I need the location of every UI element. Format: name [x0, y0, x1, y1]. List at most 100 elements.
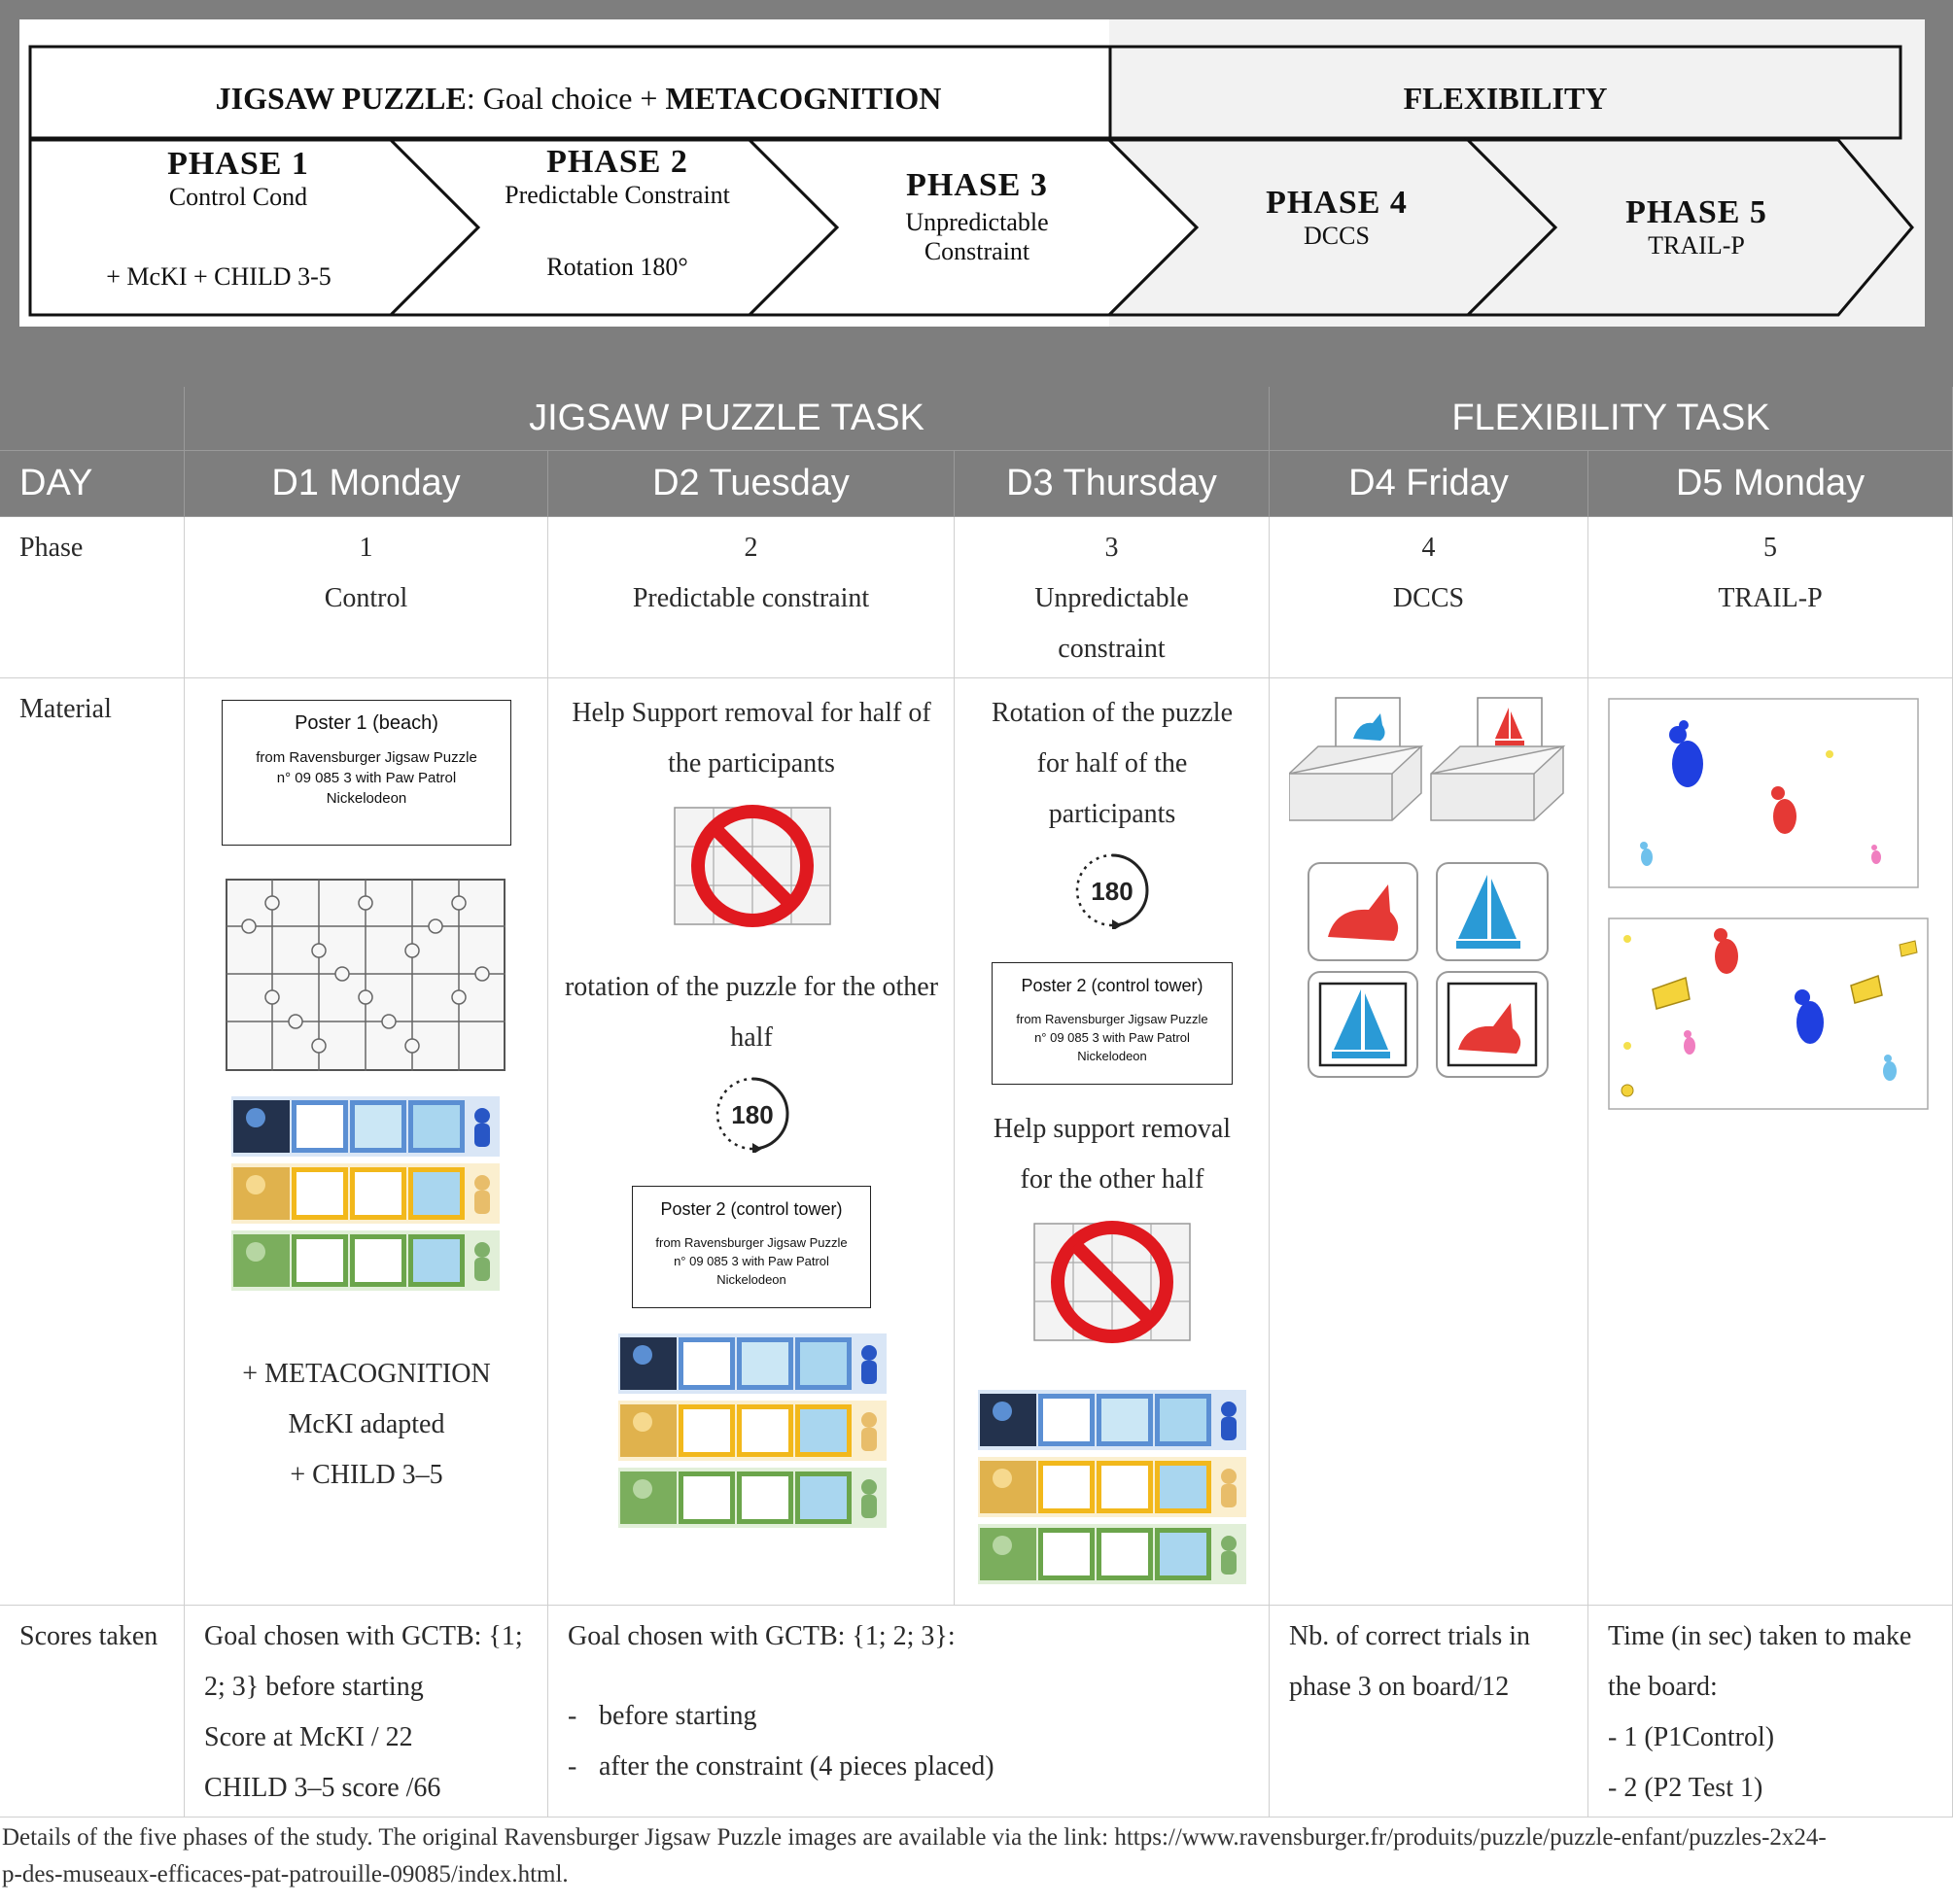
phase-2-title: PHASE 2	[546, 144, 688, 180]
phase-cell-d1: 1 Control	[185, 517, 548, 678]
d2-score-item-2: -after the constraint (4 pieces placed)	[568, 1742, 1269, 1792]
d1-material-notes: + METACOGNITION McKI adapted + CHILD 3–5	[185, 1349, 548, 1501]
d1-note-mcki: McKI adapted	[288, 1409, 445, 1439]
d2-text-rotation: rotation of the puzzle for the other hal…	[548, 962, 955, 1063]
phase-1-subtitle: Control Cond	[168, 183, 308, 211]
flexibility-heading: FLEXIBILITY	[1403, 81, 1608, 116]
scores-cell-d2-d3: Goal chosen with GCTB: {1; 2; 3}: -befor…	[548, 1606, 1270, 1817]
day-header-d5: D5 Monday	[1588, 451, 1953, 517]
poster-2-source-1-d2: from Ravensburger Jigsaw Puzzle	[655, 1235, 848, 1250]
d5-score-line4: - 2 (P2 Test 1)	[1608, 1773, 1763, 1803]
no-help-icon-d3	[1033, 1221, 1191, 1343]
poster-1-source-3: Nickelodeon	[326, 790, 407, 807]
poster-1-card: Poster 1 (beach) from Ravensburger Jigsa…	[222, 700, 511, 846]
phase-number-4: 4	[1421, 533, 1436, 563]
material-cell-d1: Poster 1 (beach) from Ravensburger Jigsa…	[185, 678, 548, 1606]
group-header-flexibility: FLEXIBILITY TASK	[1270, 387, 1953, 451]
phase-5-title: PHASE 5	[1625, 194, 1767, 230]
row-label-scores: Scores taken	[0, 1606, 185, 1817]
phase-number-3: 3	[1104, 533, 1119, 563]
jigsaw-heading-rest: : Goal choice +	[466, 81, 666, 116]
poster-1-title: Poster 1 (beach)	[295, 712, 438, 734]
scores-cell-d5: Time (in sec) taken to make the board: -…	[1588, 1606, 1953, 1817]
d1-score-line3: Score at McKI / 22	[204, 1722, 413, 1752]
d2-score-item-2-text: after the constraint (4 pieces placed)	[599, 1751, 994, 1782]
day-header-d2: D2 Tuesday	[548, 451, 955, 517]
trail-p-test-board	[1608, 917, 1929, 1110]
d2-text1-line1: Help Support removal for half of	[572, 698, 931, 728]
phase-name-3b: constraint	[1058, 634, 1166, 664]
no-help-icon	[674, 805, 831, 927]
goal-cards-icon	[231, 1096, 500, 1291]
scores-cell-d4: Nb. of correct trials in phase 3 on boar…	[1270, 1606, 1588, 1817]
poster-2-title-d2: Poster 2 (control tower)	[660, 1199, 843, 1219]
row-label-material: Material	[0, 678, 185, 1606]
d1-score-line1: Goal chosen with GCTB: {1;	[204, 1621, 523, 1651]
d3-text2-line1: Help support removal	[993, 1114, 1232, 1144]
phase-cell-d4: 4 DCCS	[1270, 517, 1588, 678]
phase-4-title: PHASE 4	[1266, 185, 1408, 221]
phase-3-label: PHASE 3 Unpredictable Constraint	[807, 167, 1147, 266]
goal-cards-icon-d3	[978, 1390, 1246, 1584]
poster-2-card-d3: Poster 2 (control tower) from Ravensburg…	[992, 962, 1233, 1085]
phase-4-label: PHASE 4 DCCS	[1167, 185, 1507, 251]
d2-score-bullet-2: -	[568, 1751, 577, 1782]
phase-1-extra: + McKI + CHILD 3-5	[106, 262, 331, 291]
poster-1-source-1: from Ravensburger Jigsaw Puzzle	[256, 749, 477, 766]
poster-2-source-2-d3: n° 09 085 3 with Paw Patrol	[1034, 1030, 1190, 1045]
phase-cell-d5: 5 TRAIL-P	[1588, 517, 1953, 678]
d2-text2-line1: rotation of the puzzle for the other	[564, 972, 939, 1002]
d4-score-line1: Nb. of correct trials in	[1289, 1621, 1531, 1651]
rotate-180-icon: 180	[715, 1077, 789, 1153]
phase-5-label: PHASE 5 TRAIL-P	[1526, 194, 1866, 260]
rotate-180-label-d3: 180	[1091, 877, 1133, 906]
material-cell-d3: Rotation of the puzzle for half of the p…	[955, 678, 1270, 1606]
phase-banner: JIGSAW PUZZLE: Goal choice + METACOGNITI…	[0, 0, 1953, 387]
d1-note-metacognition: + METACOGNITION	[242, 1359, 491, 1389]
phase-arrows-graphic	[19, 19, 1925, 327]
phase-name-1: Control	[324, 583, 408, 613]
caption-line-1: Details of the five phases of the study.…	[2, 1824, 1827, 1851]
metacognition-heading-bold: METACOGNITION	[665, 81, 942, 116]
d1-note-child: + CHILD 3–5	[290, 1460, 443, 1490]
scores-cell-d1: Goal chosen with GCTB: {1; 2; 3} before …	[185, 1606, 548, 1817]
d5-score-line1: Time (in sec) taken to make	[1608, 1621, 1912, 1651]
phase-name-2: Predictable constraint	[632, 583, 870, 613]
material-cell-d2: Help Support removal for half of the par…	[548, 678, 955, 1606]
trail-p-practice-board	[1608, 698, 1919, 888]
phase-4-subtitle: DCCS	[1304, 222, 1370, 250]
poster-2-source-3-d2: Nickelodeon	[716, 1272, 786, 1287]
d5-score-line3: - 1 (P1Control)	[1608, 1722, 1775, 1752]
phase-number-2: 2	[744, 533, 758, 563]
phase-name-4: DCCS	[1392, 583, 1465, 613]
phase-2-subtitle: Predictable Constraint	[505, 181, 730, 209]
d3-text1-line2: for half of the	[1036, 748, 1188, 779]
jigsaw-metacognition-heading: JIGSAW PUZZLE: Goal choice + METACOGNITI…	[39, 81, 1118, 117]
day-header-d3: D3 Thursday	[955, 451, 1270, 517]
d3-text2-line2: for the other half	[1020, 1164, 1204, 1194]
d3-text1-line3: participants	[1048, 799, 1176, 829]
phase-cell-d3: 3 Unpredictable constraint	[955, 517, 1270, 678]
d2-score-item-1: -before starting	[568, 1691, 1269, 1742]
caption-line-2: p-des-museaux-efficaces-pat-patrouille-0…	[2, 1861, 569, 1887]
d2-text2-line2: half	[730, 1022, 773, 1053]
poster-2-source-1-d3: from Ravensburger Jigsaw Puzzle	[1016, 1012, 1208, 1026]
d2-text-support-removal: Help Support removal for half of the par…	[548, 688, 955, 789]
goal-cards-icon-d2	[618, 1333, 887, 1528]
d2-score-bullet-1: -	[568, 1701, 577, 1731]
phase-name-3a: Unpredictable	[1034, 583, 1189, 613]
phase-number-5: 5	[1763, 533, 1777, 563]
dccs-test-cards-icon	[1308, 862, 1549, 1078]
poster-2-source-2-d2: n° 09 085 3 with Paw Patrol	[674, 1254, 829, 1268]
phase-5-subtitle: TRAIL-P	[1648, 231, 1745, 260]
phase-3-subtitle-2: Constraint	[924, 237, 1030, 265]
poster-2-title-d3: Poster 2 (control tower)	[1021, 976, 1203, 995]
row-label-phase: Phase	[0, 517, 185, 678]
phase-3-title: PHASE 3	[906, 167, 1048, 203]
phase-1-title: PHASE 1	[167, 146, 309, 182]
day-header-d1: D1 Monday	[185, 451, 548, 517]
jigsaw-grid-icon	[226, 879, 506, 1071]
rotate-180-icon-d3: 180	[1075, 853, 1149, 929]
material-cell-d5	[1588, 678, 1953, 1606]
rotate-180-label-d2: 180	[731, 1100, 773, 1129]
